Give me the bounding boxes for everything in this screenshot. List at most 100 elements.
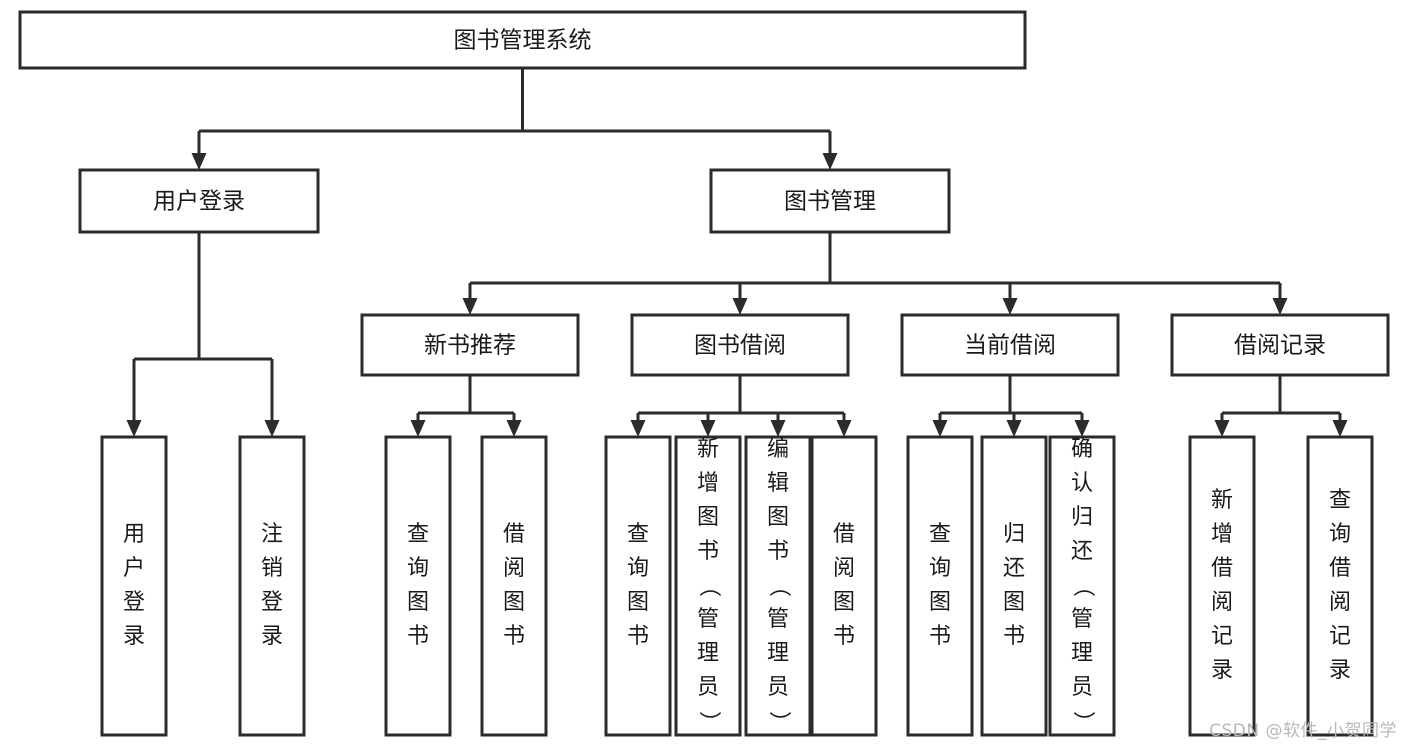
node-label-char: 管	[767, 607, 789, 632]
node-label-char: 借	[1211, 556, 1233, 581]
node-label-char: （	[766, 575, 791, 597]
node-label-char: 用	[123, 522, 145, 547]
connector-group	[630, 375, 852, 437]
node-label: 图书管理系统	[454, 28, 592, 54]
node-label-char: 辑	[767, 471, 789, 496]
node-box	[100, 435, 168, 737]
node-label-char: 理	[767, 641, 789, 666]
node-box	[810, 435, 878, 737]
connector-group	[462, 232, 1288, 315]
arrow-head-icon	[630, 420, 646, 437]
node-box	[980, 435, 1048, 737]
node-box	[78, 168, 320, 234]
node-box	[900, 313, 1120, 377]
node-label-char: ）	[766, 711, 791, 733]
node-label-char: 询	[407, 556, 429, 581]
node-current[interactable]: 当前借阅	[900, 313, 1120, 377]
arrow-head-icon	[700, 420, 716, 437]
arrow-head-icon	[1272, 298, 1288, 315]
node-label-char: 归	[1071, 505, 1093, 530]
node-label-char: 图	[767, 505, 789, 530]
node-label-char: 书	[929, 624, 951, 649]
node-box	[18, 10, 1027, 70]
node-label-char: 书	[627, 624, 649, 649]
node-label-char: 销	[261, 556, 283, 581]
node-box	[1048, 435, 1116, 737]
node-bookmgmt[interactable]: 图书管理	[709, 168, 951, 234]
node-leaf-login-1[interactable]: 用户登录	[100, 435, 168, 737]
node-label-char: 录	[123, 624, 145, 649]
node-label-char: 员	[767, 675, 789, 700]
node-label-char: （	[696, 575, 721, 597]
node-label-char: ）	[1070, 711, 1095, 733]
node-box	[384, 435, 452, 737]
node-box	[709, 168, 951, 234]
node-label-char: 书	[767, 539, 789, 564]
node-label-char: 认	[1071, 471, 1093, 496]
node-label-char: 图	[833, 590, 855, 615]
node-label: 借阅记录	[1234, 333, 1326, 359]
connector-group	[1214, 375, 1348, 437]
node-root[interactable]: 图书管理系统	[18, 10, 1027, 70]
node-borrow[interactable]: 图书借阅	[630, 313, 850, 377]
node-label-char: 阅	[833, 556, 855, 581]
connector-group	[126, 232, 280, 437]
connector-layer	[126, 68, 1348, 437]
node-label-char: 图	[503, 590, 525, 615]
node-label-char: ）	[696, 711, 721, 733]
node-label-char: 录	[1329, 658, 1351, 683]
node-label-char: 阅	[1211, 590, 1233, 615]
node-box	[1306, 435, 1374, 737]
arrow-head-icon	[1002, 298, 1018, 315]
arrow-head-icon	[822, 153, 838, 170]
arrow-head-icon	[462, 298, 478, 315]
node-label: 图书借阅	[694, 333, 786, 359]
node-box	[480, 435, 548, 737]
node-label-char: 新	[697, 437, 719, 462]
node-label: 图书管理	[784, 189, 876, 215]
node-label-char: 录	[1211, 658, 1233, 683]
arrow-head-icon	[191, 153, 207, 170]
node-label-char: 户	[123, 556, 145, 581]
connector-group	[191, 68, 838, 170]
node-label-char: 录	[261, 624, 283, 649]
arrow-head-icon	[506, 420, 522, 437]
node-label: 用户登录	[153, 189, 245, 215]
node-label-char: 增	[1211, 522, 1233, 547]
node-records[interactable]: 借阅记录	[1170, 313, 1390, 377]
node-label-char: 书	[503, 624, 525, 649]
node-label-char: 理	[697, 641, 719, 666]
node-label-char: 阅	[503, 556, 525, 581]
node-label-char: 还	[1003, 556, 1025, 581]
node-label-char: 查	[1329, 488, 1351, 513]
node-box	[674, 435, 742, 737]
node-box	[238, 435, 306, 737]
node-label-char: 记	[1211, 624, 1233, 649]
arrow-head-icon	[410, 420, 426, 437]
arrow-head-icon	[1214, 420, 1230, 437]
node-label-char: 员	[1071, 675, 1093, 700]
node-newbook[interactable]: 新书推荐	[360, 313, 580, 377]
node-box	[630, 313, 850, 377]
node-label: 当前借阅	[964, 333, 1056, 359]
node-label-char: （	[1070, 575, 1095, 597]
node-label-char: 查	[407, 522, 429, 547]
node-label-char: 书	[1003, 624, 1025, 649]
node-label-char: 编	[767, 437, 789, 462]
node-label-char: 管	[697, 607, 719, 632]
arrow-head-icon	[770, 420, 786, 437]
node-login[interactable]: 用户登录	[78, 168, 320, 234]
